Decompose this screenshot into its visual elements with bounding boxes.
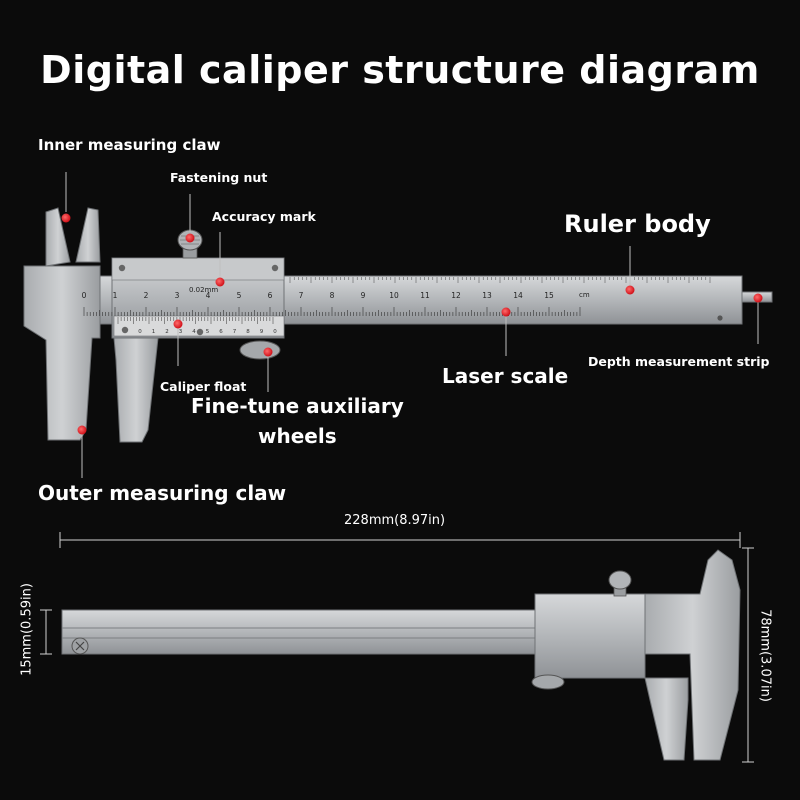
vernier-number: 4 xyxy=(192,329,196,335)
side-beam xyxy=(61,609,539,655)
scale-number: 7 xyxy=(299,291,304,300)
diagram-title: Digital caliper structure diagram xyxy=(40,48,760,92)
label-outer-claw: Outer measuring claw xyxy=(38,481,287,505)
scale-number: 1 xyxy=(113,291,118,300)
side-fixed-jaw xyxy=(644,549,741,761)
label-depth-strip: Depth measurement strip xyxy=(588,354,770,369)
label-accuracy-mark: Accuracy mark xyxy=(212,209,316,224)
scale-unit: cm xyxy=(579,291,590,299)
dimension-thickness: 15mm(0.59in) xyxy=(19,583,35,676)
label-caliper-float: Caliper float xyxy=(160,379,247,394)
main-scale-ticks xyxy=(83,277,711,316)
vernier-number: 3 xyxy=(179,329,183,335)
marker-fastening-nut xyxy=(185,233,195,243)
dimension-height: 78mm(3.07in) xyxy=(757,609,773,702)
marker-laser-scale xyxy=(501,307,511,317)
scale-number: 13 xyxy=(482,291,492,300)
label-fine-tune-line2: wheels xyxy=(258,424,337,448)
precision-mark: 0.02mm xyxy=(189,286,218,294)
scale-number: 0 xyxy=(82,291,87,300)
inner-claw-moving xyxy=(75,207,101,263)
vernier-number: 1 xyxy=(152,329,156,335)
scale-number: 2 xyxy=(144,291,149,300)
inner-claw-fixed xyxy=(45,207,71,267)
vernier-number: 8 xyxy=(246,329,250,335)
marker-float xyxy=(173,319,183,329)
marker-wheel xyxy=(263,347,273,357)
vernier-number: 7 xyxy=(233,329,237,335)
scale-number: 4 xyxy=(206,291,211,300)
marker-outer-claw xyxy=(77,425,87,435)
moving-jaw xyxy=(113,337,159,443)
scale-number: 14 xyxy=(513,291,523,300)
scale-number: 3 xyxy=(175,291,180,300)
bottom-caliper xyxy=(61,549,741,761)
vernier-scale-numbers: 0 1 2 3 4 5 6 7 8 9 0 xyxy=(138,329,277,335)
marker-ruler-body xyxy=(625,285,635,295)
scale-number: 6 xyxy=(268,291,273,300)
label-inner-claw: Inner measuring claw xyxy=(38,136,221,154)
label-laser-scale: Laser scale xyxy=(442,364,569,388)
label-ruler-body: Ruler body xyxy=(564,210,711,238)
scale-number: 9 xyxy=(361,291,366,300)
vernier-number: 0 xyxy=(273,329,277,335)
side-moving-jaw xyxy=(644,677,689,761)
leader-lines xyxy=(65,172,759,478)
scale-number: 12 xyxy=(451,291,461,300)
scale-number: 8 xyxy=(330,291,335,300)
vernier-number: 2 xyxy=(165,329,169,335)
vernier-number: 9 xyxy=(260,329,264,335)
dimension-lines xyxy=(40,532,754,763)
red-markers xyxy=(61,213,763,435)
marker-accuracy xyxy=(215,277,225,287)
label-fine-tune-line1: Fine-tune auxiliary xyxy=(191,394,404,418)
fine-tune-wheel xyxy=(239,340,281,360)
fixed-jaw xyxy=(23,265,101,441)
scale-number: 11 xyxy=(420,291,430,300)
dimension-length: 228mm(8.97in) xyxy=(344,513,446,528)
marker-depth xyxy=(753,293,763,303)
vernier-number: 0 xyxy=(138,329,142,335)
scale-number: 5 xyxy=(237,291,242,300)
vernier-number: 5 xyxy=(206,329,210,335)
scale-number: 15 xyxy=(544,291,554,300)
side-slider xyxy=(534,593,646,679)
label-fastening-nut: Fastening nut xyxy=(170,170,268,185)
vernier-number: 6 xyxy=(219,329,223,335)
scale-number: 10 xyxy=(389,291,399,300)
marker-inner-claw xyxy=(61,213,71,223)
